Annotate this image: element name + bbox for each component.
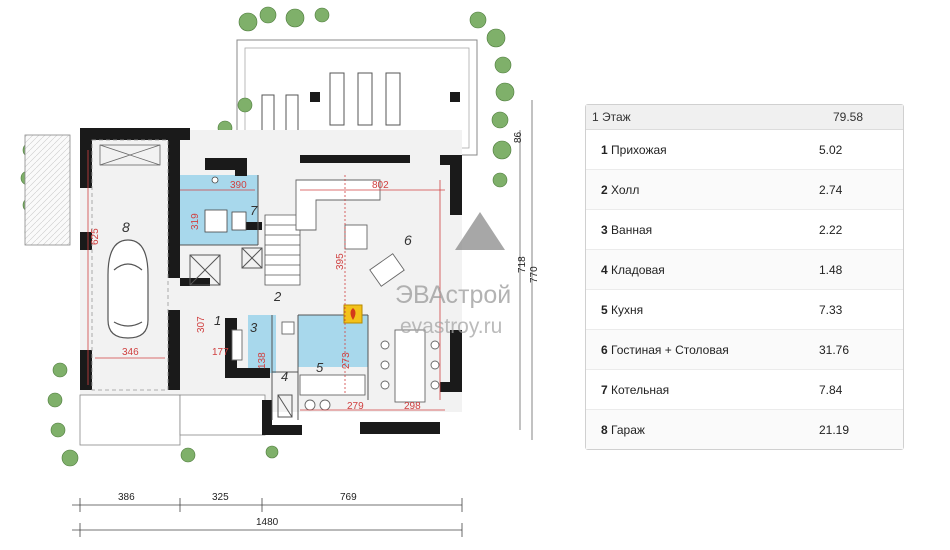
room-area: 5.02 [819,142,843,157]
dim-138: 138 [257,352,268,369]
table-body: 1 Прихожая 5.02 2 Холл 2.74 3 Ванная 2.22 4… [586,130,903,449]
table-row: 6 Гостиная + Столовая 31.76 [586,330,903,370]
floor-total-area: 79.58 [832,110,863,124]
room-number-7: 7 [250,203,258,218]
table-row: 2 Холл 2.74 [586,170,903,210]
watermark-brand: ЭВАстрой [395,281,511,309]
room-name: Холл [611,182,640,197]
dim-1480: 1480 [256,517,279,528]
room-number-5: 5 [316,360,324,375]
room-name: Котельная [611,382,670,397]
room-area: 2.22 [819,222,843,237]
table-row: 1 Прихожая 5.02 [586,130,903,170]
table-row: 7 Котельная 7.84 [586,370,903,410]
floor-plan: 8 1 2 3 4 5 6 7 390 319 625 346 307 177 … [20,6,540,537]
room-num: 8 [601,422,608,437]
room-number-6: 6 [404,232,412,248]
watermark-url: evastroy.ru [400,315,502,338]
room-name: Прихожая [611,142,667,157]
room-num: 1 [601,142,608,157]
room-number-4: 4 [281,369,288,384]
dim-718: 718 [517,256,528,273]
dim-307: 307 [196,316,207,333]
area-table: 1 Этаж 79.58 1 Прихожая 5.02 2 Холл 2.74 3… [585,104,904,450]
dim-625: 625 [90,228,101,245]
dim-802: 802 [372,180,389,191]
room-area: 7.84 [819,382,843,397]
dim-279: 279 [347,401,364,412]
dim-177: 177 [212,347,229,358]
room-area: 1.48 [819,262,843,277]
dim-325: 325 [212,492,229,503]
table-row: 4 Кладовая 1.48 [586,250,903,290]
bathroom-fill [248,315,276,373]
room-number-1: 1 [214,313,221,328]
watermark: ЭВАстрой evastroy.ru [395,212,511,338]
room-number-2: 2 [273,289,282,304]
dim-86: 86 [513,131,524,143]
table-header: 1 Этаж 79.58 [586,105,903,130]
table-row: 3 Ванная 2.22 [586,210,903,250]
dim-273: 273 [341,352,352,369]
room-name: Ванная [611,222,653,237]
boiler-equipment [204,176,247,233]
room-name: Гараж [611,422,645,437]
living-furniture [231,179,440,411]
car-icon [107,239,149,339]
dim-395: 395 [335,253,346,270]
room-name: Гостиная + Столовая [611,342,729,357]
room-num: 6 [601,342,608,357]
table-row: 5 Кухня 7.33 [586,290,903,330]
dim-390: 390 [230,180,247,191]
room-num: 7 [601,382,608,397]
table-row: 8 Гараж 21.19 [586,410,903,449]
room-num: 2 [601,182,608,197]
room-area: 21.19 [819,422,850,437]
dim-770: 770 [529,266,540,283]
room-num: 5 [601,302,608,317]
dim-298: 298 [404,401,421,412]
room-number-8: 8 [122,219,130,235]
room-num: 4 [601,262,608,277]
dim-346: 346 [122,347,139,358]
room-num: 3 [601,222,608,237]
room-area: 2.74 [819,182,843,197]
staircase [264,214,301,286]
room-area: 31.76 [819,342,850,357]
room-area: 7.33 [819,302,843,317]
dim-769: 769 [340,492,357,503]
room-number-3: 3 [250,320,258,335]
room-name: Кладовая [611,262,665,277]
dim-319: 319 [190,213,201,230]
floor-label: 1 Этаж [592,110,631,124]
kitchen-fill [298,315,368,367]
room-name: Кухня [611,302,644,317]
dim-386: 386 [118,492,135,503]
